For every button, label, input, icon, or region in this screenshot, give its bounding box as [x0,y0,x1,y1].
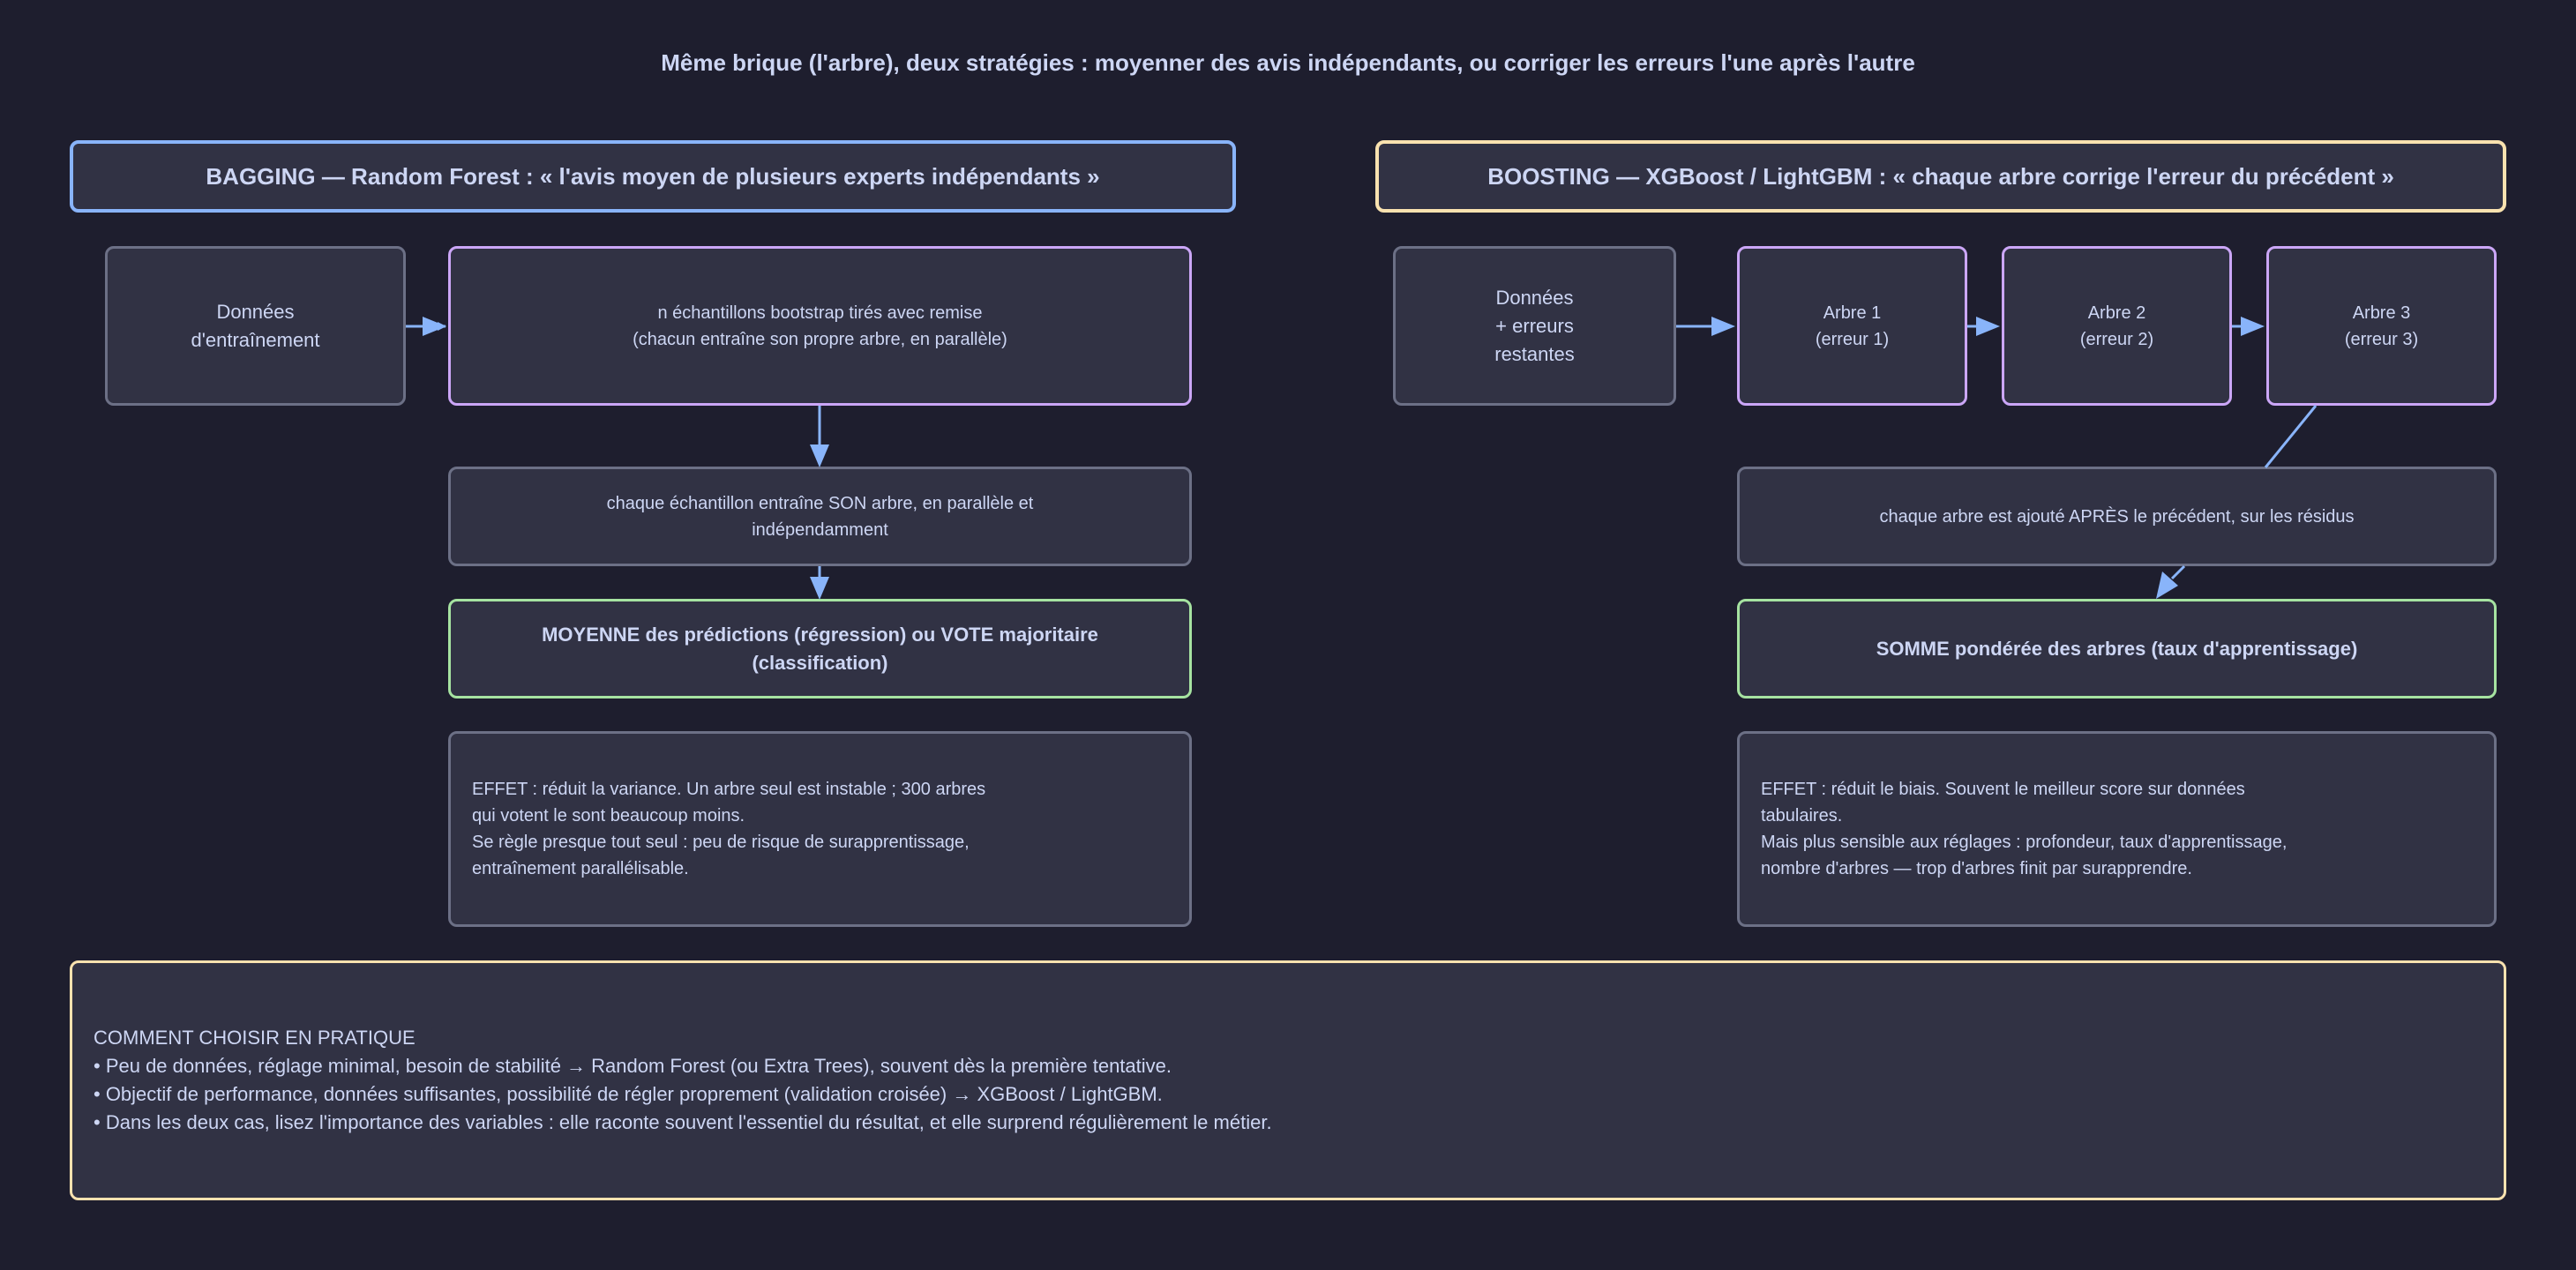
bagging-header: BAGGING — Random Forest : « l'avis moyen… [70,140,1236,213]
boosting-header: BOOSTING — XGBoost / LightGBM : « chaque… [1375,140,2506,213]
boosting-tree-2: Arbre 2 (erreur 2) [2002,246,2232,406]
bagging-train-box: chaque échantillon entraîne SON arbre, e… [448,467,1192,566]
bagging-effect-box: EFFET : réduit la variance. Un arbre seu… [448,731,1192,927]
bagging-data-box: Données d'entraînement [105,246,406,406]
boosting-data-box: Données + erreurs restantes [1393,246,1676,406]
arrow-sequence-to-result [2170,564,2186,580]
bagging-bootstrap-box: n échantillons bootstrap tirés avec remi… [448,246,1192,406]
arrow-tree3-to-sequence [2264,405,2318,468]
boosting-sequence-box: chaque arbre est ajouté APRÈS le précéde… [1737,467,2497,566]
boosting-tree-3: Arbre 3 (erreur 3) [2266,246,2497,406]
boosting-effect-box: EFFET : réduit le biais. Souvent le meil… [1737,731,2497,927]
diagram-title: Même brique (l'arbre), deux stratégies :… [661,49,1915,76]
boosting-result-box: SOMME pondérée des arbres (taux d'appren… [1737,599,2497,698]
summary-box: COMMENT CHOISIR EN PRATIQUE • Peu de don… [70,960,2506,1200]
boosting-tree-1: Arbre 1 (erreur 1) [1737,246,1967,406]
bagging-result-box: MOYENNE des prédictions (régression) ou … [448,599,1192,698]
